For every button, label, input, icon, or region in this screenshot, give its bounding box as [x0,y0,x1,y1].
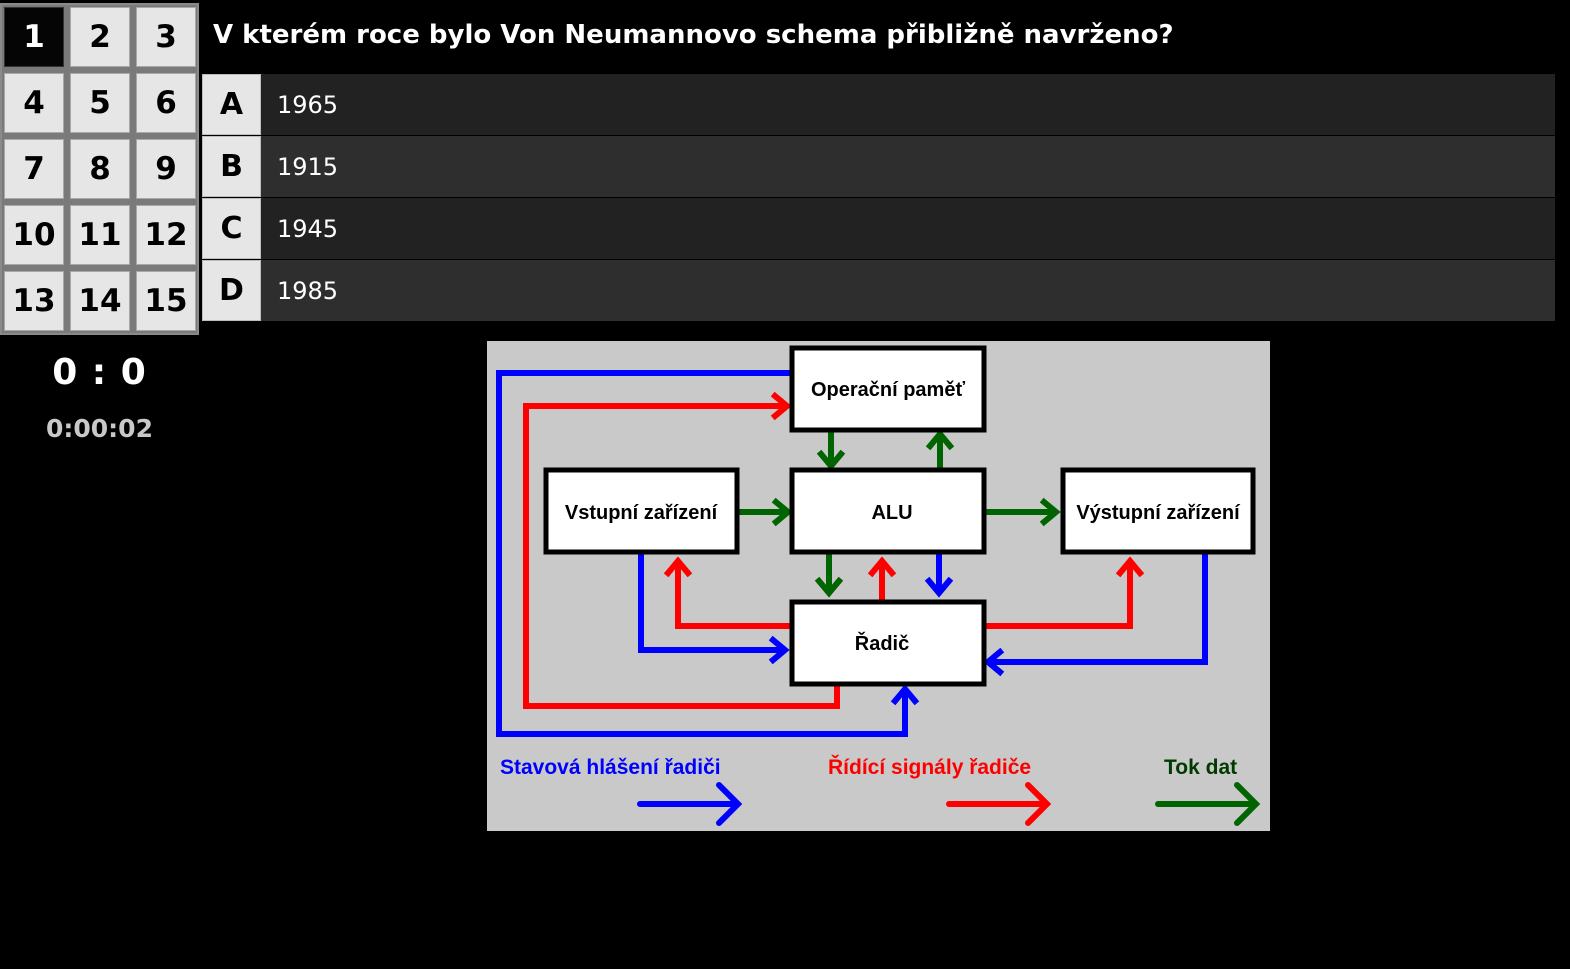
legend-control-arrow [946,782,1052,826]
answer-option-d[interactable]: D 1985 [202,260,1555,321]
control-lines [523,391,1145,709]
output-label: Výstupní zařízení [1076,502,1241,524]
timer: 0:00:02 [46,414,153,443]
memory-label: Operační paměť [811,379,966,401]
question-nav-10[interactable]: 10 [4,205,64,265]
score: 0 : 0 [52,352,147,393]
answer-letter: B [202,136,261,197]
question-nav-7[interactable]: 7 [4,139,64,199]
input-label: Vstupní zařízení [565,502,719,524]
answer-text: 1985 [261,260,1555,321]
legend-data-label: Tok dat [1164,756,1237,779]
question-nav-11[interactable]: 11 [70,205,130,265]
question-nav-13[interactable]: 13 [4,271,64,331]
data-lines [735,429,1061,598]
question-nav-1[interactable]: 1 [4,7,64,67]
answer-option-a[interactable]: A 1965 [202,74,1555,135]
question-nav-3[interactable]: 3 [136,7,196,67]
question-nav-6[interactable]: 6 [136,73,196,133]
question-nav-8[interactable]: 8 [70,139,130,199]
input-box [543,467,740,555]
answer-text: 1965 [261,74,1555,135]
von-neumann-diagram: Operační paměť Vstupní zařízení ALU Výst… [487,341,1270,831]
alu-box [789,467,987,555]
legend-status-arrow [637,782,743,826]
legend-data-arrow [1155,782,1261,826]
alu-label: ALU [871,502,912,524]
question-text: V kterém roce bylo Von Neumannovo schema… [213,20,1174,50]
answer-text: 1915 [261,136,1555,197]
controller-label: Řadič [855,631,909,655]
status-lines [496,370,1208,737]
output-box [1060,467,1256,555]
memory-box [789,345,987,433]
question-nav-2[interactable]: 2 [70,7,130,67]
question-grid: 1 2 3 4 5 6 7 8 9 10 11 12 13 14 15 [0,3,199,335]
question-nav-5[interactable]: 5 [70,73,130,133]
question-nav-4[interactable]: 4 [4,73,64,133]
question-nav-15[interactable]: 15 [136,271,196,331]
answer-letter: A [202,74,261,135]
controller-box [789,599,987,687]
answer-option-b[interactable]: B 1915 [202,136,1555,197]
answer-letter: D [202,260,261,321]
question-nav-9[interactable]: 9 [136,139,196,199]
legend-control-label: Řídící signály řadiče [828,755,1031,779]
legend-status-label: Stavová hlášení řadiči [500,756,721,779]
question-nav-12[interactable]: 12 [136,205,196,265]
question-nav-14[interactable]: 14 [70,271,130,331]
answer-text: 1945 [261,198,1555,259]
answer-letter: C [202,198,261,259]
answer-option-c[interactable]: C 1945 [202,198,1555,259]
